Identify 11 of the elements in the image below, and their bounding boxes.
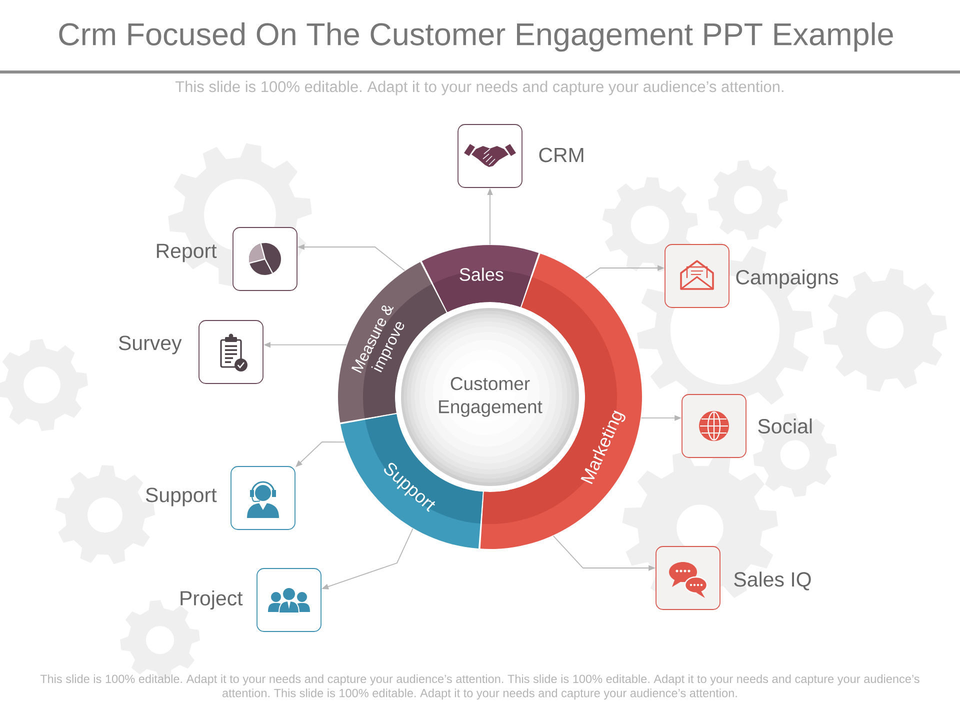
node-label: Report [156, 244, 217, 262]
title: Crm Focused On The Customer Engagement PPT Example [59, 22, 893, 52]
node-label: Campaigns [736, 269, 838, 289]
footnote: This slide is 100% editable. Adapt it to your needs and capture your audience’s attention. This slide is 100% editable. Adapt it to your needs and capture your audience’s attention. This slide is 100% editable. Adapt it to your needs and capture your audience’s attention. [40, 674, 920, 700]
node-label: Support [146, 488, 217, 506]
subtitle: This slide is 100% editable. Adapt it to your needs and capture your audience’s attention. [175, 80, 784, 96]
node-label: Sales IQ [734, 572, 811, 590]
node-label: Project [180, 590, 243, 610]
node-label: Survey [118, 336, 182, 354]
node-label: Social [758, 418, 812, 434]
node-label: CRM [539, 148, 584, 162]
